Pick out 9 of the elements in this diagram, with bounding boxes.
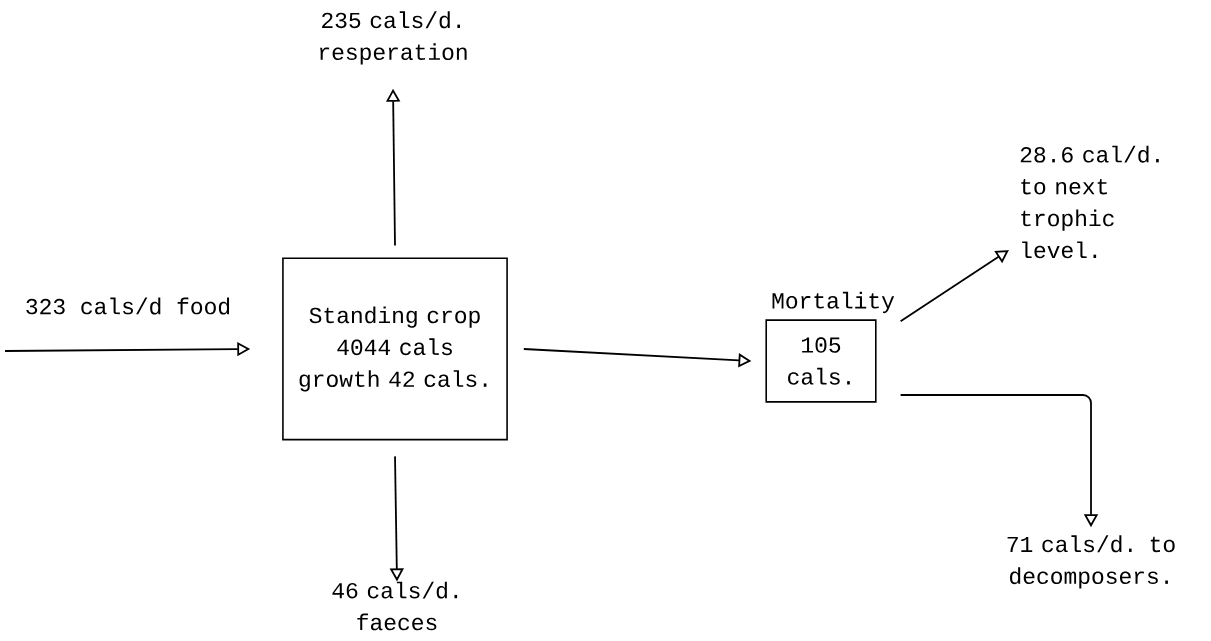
edge-label: 323 cals/d food [22,295,234,317]
box-heading: Mortality [772,291,895,314]
flow-text: 46 cals/d. faeces [332,581,458,631]
flow-text: 28.6 cal/d. to next trophic level. [1020,145,1159,259]
mortality-box: 105 cals. [765,319,877,403]
arrow [899,250,1009,323]
flow-text: 71 cals/d. to decomposers. [1007,535,1175,589]
flow-text: 235 cals/d. resperation [320,11,467,65]
stock-box: Standing crop 4044 cals growth 42 cals. [282,257,508,441]
